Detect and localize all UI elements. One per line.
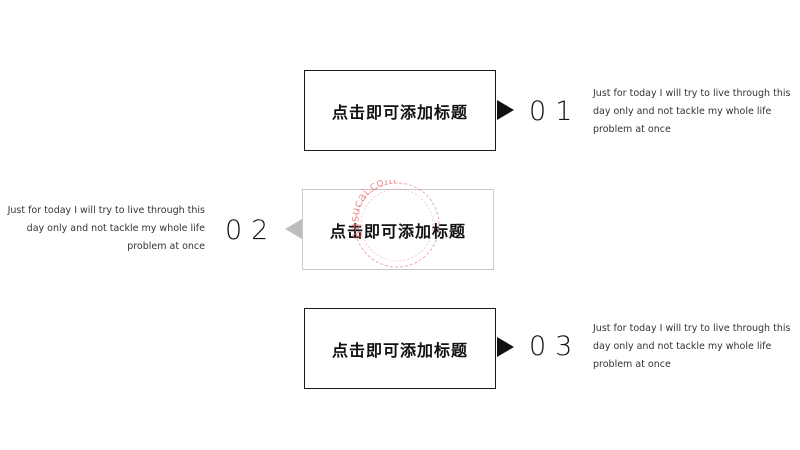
triangle-right-icon	[497, 337, 514, 357]
step-1-title-box[interactable]: 点击即可添加标题	[304, 70, 496, 151]
step-3-title-box[interactable]: 点击即可添加标题	[304, 308, 496, 389]
triangle-right-icon	[497, 100, 514, 120]
step-2-number: 02	[225, 215, 278, 246]
step-1-number: 01	[529, 96, 582, 127]
step-1-description: Just for today I will try to live throug…	[593, 88, 791, 135]
step-3-description: Just for today I will try to live throug…	[593, 323, 791, 370]
step-2-title-box[interactable]: 点击即可添加标题	[302, 189, 494, 270]
watermark-stamp: 88sucai.com	[352, 180, 440, 268]
svg-text:88sucai.com: 88sucai.com	[352, 180, 397, 241]
step-2-description: Just for today I will try to live throug…	[7, 205, 205, 252]
step-1-title: 点击即可添加标题	[331, 102, 468, 122]
step-3-title: 点击即可添加标题	[331, 340, 468, 360]
triangle-left-icon	[285, 219, 302, 239]
step-2-title: 点击即可添加标题	[329, 221, 466, 241]
step-3-number: 03	[529, 331, 582, 362]
